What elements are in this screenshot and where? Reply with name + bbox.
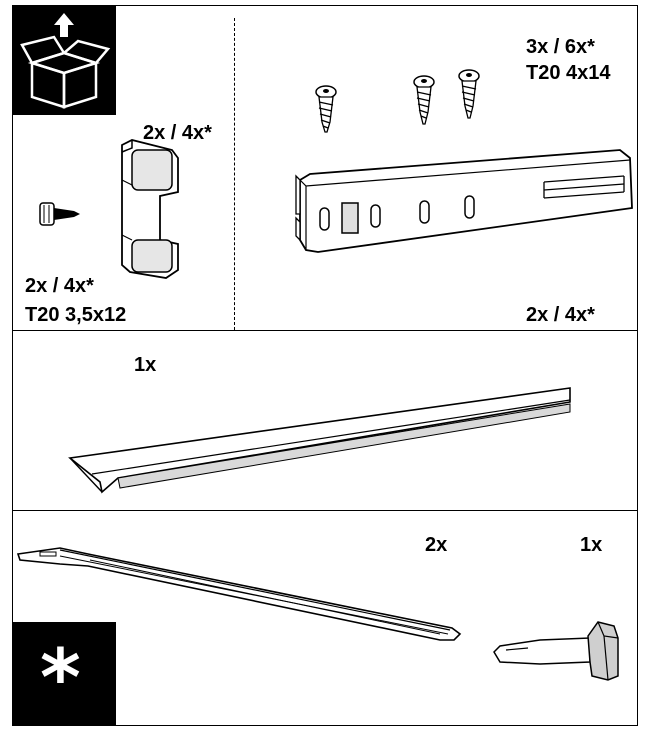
- mounting-bracket: [121, 139, 179, 279]
- divider-dashed: [234, 18, 235, 330]
- long-rail-qty-label: 2x: [425, 534, 448, 556]
- long-rail: [16, 547, 462, 641]
- small-screw: [39, 202, 80, 226]
- divider-middle: [12, 510, 638, 511]
- asterisk-icon: *: [40, 634, 81, 724]
- screw-1: [315, 85, 337, 133]
- screw-3: [458, 69, 480, 119]
- small-screw-qty-label: 2x / 4x*: [25, 275, 94, 297]
- asterisk-tab: *: [12, 622, 116, 726]
- screw-2: [413, 75, 435, 125]
- bracket-qty-label: 2x / 4x*: [143, 122, 212, 144]
- clip-part: [493, 621, 619, 681]
- unboxing-tab: [12, 5, 116, 115]
- cover-strip: [68, 387, 571, 494]
- clip-qty-label: 1x: [580, 534, 603, 556]
- strip-qty-label: 1x: [134, 354, 157, 376]
- mounting-rail: [295, 149, 633, 253]
- screws-qty-label: 3x / 6x*: [526, 36, 595, 58]
- screws-spec-label: T20 4x14: [526, 62, 611, 84]
- divider-top: [12, 330, 638, 331]
- rail-qty-label: 2x / 4x*: [526, 304, 595, 326]
- small-screw-spec-label: T20 3,5x12: [25, 304, 127, 326]
- unboxing-icon: [20, 13, 111, 109]
